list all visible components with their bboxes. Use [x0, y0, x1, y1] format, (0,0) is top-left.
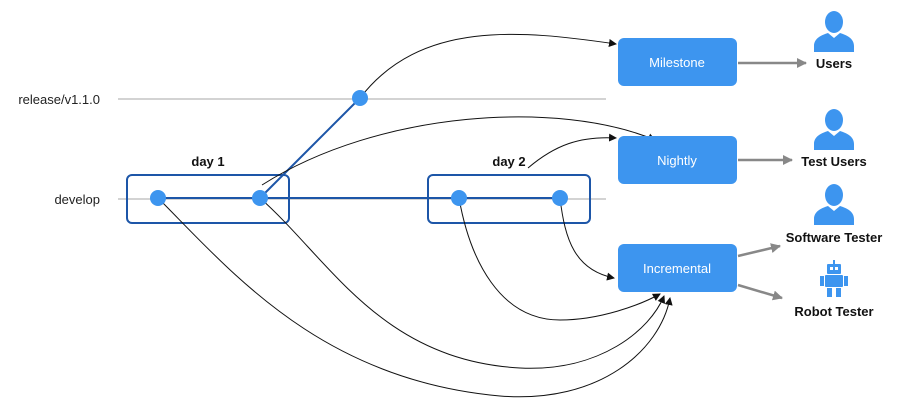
robot-tester-label: Robot Tester: [794, 304, 873, 319]
users-label: Users: [816, 56, 852, 71]
develop-commit-node-4[interactable]: [552, 190, 568, 206]
test-users-person-icon: [814, 109, 854, 150]
nightly-label: Nightly: [657, 153, 697, 168]
incremental-build-box[interactable]: Incremental: [618, 244, 737, 292]
release-commit-node[interactable]: [352, 90, 368, 106]
arrow-commit1-to-incremental: [157, 197, 673, 398]
arrow-day2-to-nightly: [527, 133, 617, 169]
arrow-develop-to-nightly: [261, 116, 656, 186]
day2-label: day 2: [492, 154, 525, 169]
day1-label: day 1: [191, 154, 224, 169]
test-users-label: Test Users: [801, 154, 867, 169]
arrow-incremental-to-robot-tester: [737, 283, 783, 301]
software-tester-label: Software Tester: [786, 230, 883, 245]
arrow-commit3-to-incremental: [458, 197, 661, 321]
milestone-label: Milestone: [649, 55, 705, 70]
release-branch-label: release/v1.1.0: [18, 92, 100, 107]
arrow-release-to-milestone: [359, 33, 617, 99]
robot-icon: [820, 260, 848, 297]
milestone-build-box[interactable]: Milestone: [618, 38, 737, 86]
nightly-build-box[interactable]: Nightly: [618, 136, 737, 184]
arrow-commit4-to-incremental: [559, 197, 615, 281]
develop-commit-node-1[interactable]: [150, 190, 166, 206]
users-person-icon: [814, 11, 854, 52]
arrow-incremental-to-software-tester: [737, 243, 781, 258]
develop-branch-label: develop: [54, 192, 100, 207]
develop-commit-node-3[interactable]: [451, 190, 467, 206]
arrow-commit2-to-incremental: [259, 197, 666, 369]
develop-commit-node-2[interactable]: [252, 190, 268, 206]
incremental-label: Incremental: [643, 261, 711, 276]
software-tester-person-icon: [814, 184, 854, 225]
release-branch-off-line: [259, 97, 361, 199]
